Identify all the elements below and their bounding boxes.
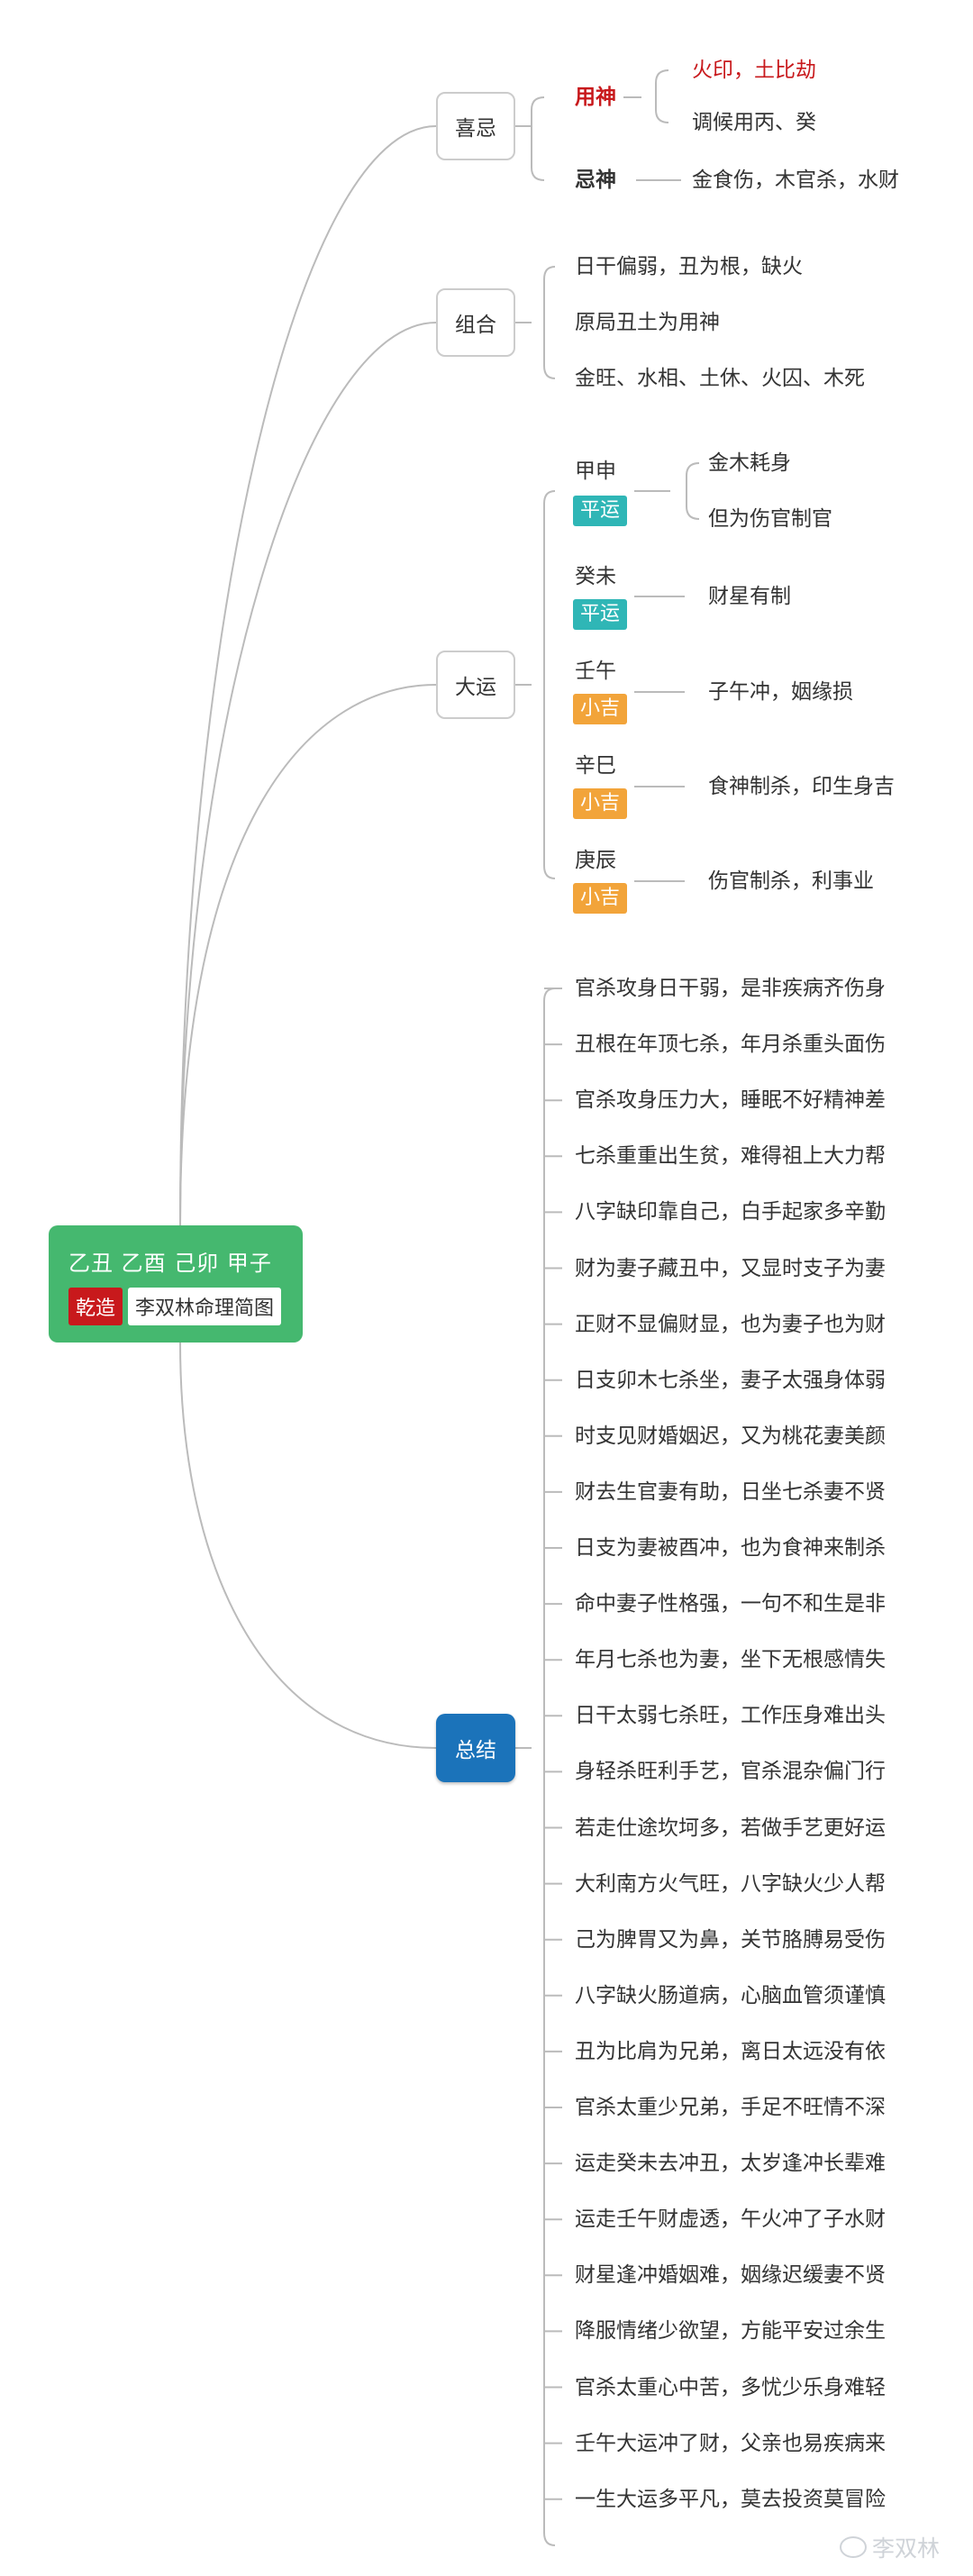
summary-line: 若走仕途坎坷多，若做手艺更好运	[575, 1816, 886, 1840]
jishen-label: 忌神	[575, 168, 616, 192]
zuhe-item-1: 日干偏弱，丑为根，缺火	[575, 255, 803, 278]
summary-line: 运走壬午财虚透，午火冲了子水财	[575, 2207, 886, 2232]
summary-line: 降服情绪少欲望，方能平安过余生	[575, 2319, 886, 2344]
zuhe-item-2: 原局丑土为用神	[575, 311, 720, 334]
summary-line: 丑为比肩为兄弟，离日太远没有依	[575, 2039, 886, 2063]
summary-line: 年月七杀也为妻，坐下无根感情失	[575, 1648, 886, 1672]
watermark-text: 李双林	[872, 2535, 941, 2562]
summary-line: 日干太弱七杀旺，工作压身难出头	[575, 1704, 886, 1728]
dayun-badge-3: 小吉	[573, 694, 628, 724]
dayun-note-4: 食神制杀，印生身吉	[708, 775, 895, 798]
summary-line: 七杀重重出生贫，难得祖上大力帮	[575, 1144, 886, 1169]
dayun-name-5: 庚辰	[575, 849, 616, 872]
branch-dayun[interactable]: 大运	[436, 651, 515, 719]
dayun-note-1a: 金木耗身	[708, 451, 791, 475]
summary-line: 八字缺火肠道病，心脑血管须谨慎	[575, 1983, 886, 2007]
summary-line: 大利南方火气旺，八字缺火少人帮	[575, 1871, 886, 1896]
yongshen-label: 用神	[575, 86, 616, 109]
connector-xiji-brace	[515, 96, 545, 181]
connector-dayun-brace	[515, 490, 556, 879]
root-node[interactable]: 乙丑 乙酉 己卯 甲子 乾造 李双林命理简图	[49, 1225, 303, 1343]
connector-root-zongjie	[179, 1342, 437, 1749]
dayun-badge-1: 平运	[573, 496, 628, 526]
summary-line: 官杀攻身日干弱，是非疾病齐伤身	[575, 977, 886, 1000]
branch-zuhe[interactable]: 组合	[436, 288, 515, 357]
dayun-name-2: 癸未	[575, 565, 616, 588]
dayun-badge-5: 小吉	[573, 883, 628, 914]
dayun-note-2: 财星有制	[708, 585, 791, 608]
dayun-badge-2: 平运	[573, 599, 628, 630]
summary-line: 财星逢冲婚姻难，姻缘迟缓妻不贤	[575, 2263, 886, 2288]
summary-line: 财为妻子藏丑中，又显时支子为妻	[575, 1256, 886, 1280]
yongshen-item-2: 调候用丙、癸	[692, 111, 816, 134]
summary-line: 己为脾胃又为鼻，关节胳膊易受伤	[575, 1927, 886, 1952]
summary-line: 财去生官妻有助，日坐七杀妻不贤	[575, 1479, 886, 1504]
connector-root-xiji	[179, 125, 437, 1226]
summary-line: 壬午大运冲了财，父亲也易疾病来	[575, 2431, 886, 2455]
dayun-note-1b: 但为伤官制官	[708, 507, 832, 531]
yongshen-item-1: 火印，土比劫	[692, 59, 816, 82]
zuhe-item-3: 金旺、水相、土休、火囚、木死	[575, 367, 865, 390]
root-author-tag: 李双林命理简图	[128, 1288, 282, 1325]
jishen-text: 金食伤，木官杀，水财	[692, 168, 899, 192]
connector-root-zuhe	[179, 322, 437, 1226]
summary-line: 八字缺印靠自己，白手起家多辛勤	[575, 1200, 886, 1224]
root-gender-tag: 乾造	[68, 1288, 123, 1325]
connector-jiashen-brace	[634, 462, 700, 520]
summary-line: 官杀攻身压力大，睡眠不好精神差	[575, 1088, 886, 1113]
summary-line: 身轻杀旺利手艺，官杀混杂偏门行	[575, 1760, 886, 1784]
connector-zuhe-brace	[515, 266, 556, 379]
connector-zongjie-brace	[515, 988, 556, 2546]
summary-line: 正财不显偏财显，也为妻子也为财	[575, 1312, 886, 1336]
branch-zongjie[interactable]: 总结	[436, 1714, 515, 1782]
dayun-name-4: 辛巳	[575, 754, 616, 778]
connector-yongshen-brace	[623, 69, 669, 123]
summary-line: 时支见财婚姻迟，又为桃花妻美颜	[575, 1424, 886, 1448]
summary-line: 丑根在年顶七杀，年月杀重头面伤	[575, 1033, 886, 1057]
summary-line: 日支卯木七杀坐，妻子太强身体弱	[575, 1368, 886, 1392]
summary-line: 官杀太重少兄弟，手足不旺情不深	[575, 2096, 886, 2119]
dayun-note-5: 伤官制杀，利事业	[708, 869, 874, 893]
summary-line: 运走癸未去冲丑，太岁逢冲长辈难	[575, 2152, 886, 2176]
dayun-note-3: 子午冲，姻缘损	[708, 680, 853, 704]
dayun-name-3: 壬午	[575, 660, 616, 683]
summary-line: 日支为妻被酉冲，也为食神来制杀	[575, 1536, 886, 1560]
summary-line: 官杀太重心中苦，多忧少乐身难轻	[575, 2375, 886, 2399]
wechat-icon	[840, 2536, 867, 2558]
dayun-name-1: 甲申	[575, 460, 616, 483]
root-bazi-title: 乙丑 乙酉 己卯 甲子	[68, 1251, 272, 1276]
dayun-badge-4: 小吉	[573, 788, 628, 819]
branch-xiji[interactable]: 喜忌	[436, 92, 515, 160]
summary-line: 命中妻子性格强，一句不和生是非	[575, 1592, 886, 1616]
connector-root-dayun	[179, 684, 437, 1226]
summary-line: 一生大运多平凡，莫去投资莫冒险	[575, 2487, 886, 2511]
watermark: 李双林	[840, 2531, 940, 2563]
